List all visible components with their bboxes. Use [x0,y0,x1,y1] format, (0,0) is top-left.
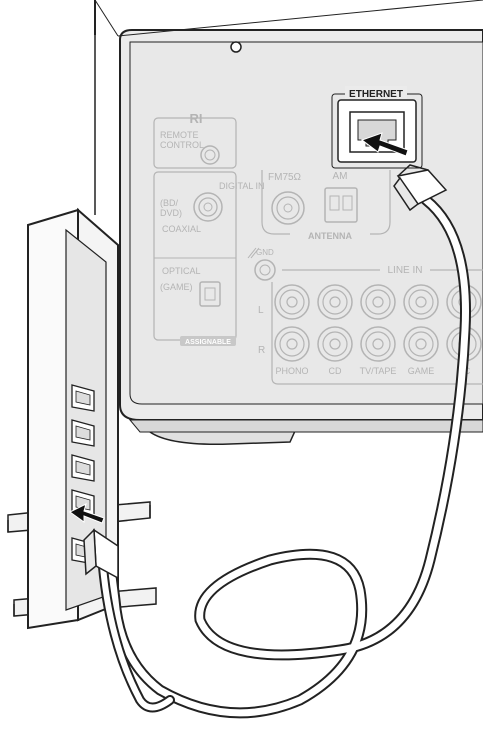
input-label: PHONO [275,366,308,376]
remote-control-label-line2: CONTROL [160,140,204,150]
optical-label: OPTICAL [162,266,201,276]
assignable-label: ASSIGNABLE [185,339,231,346]
input-label: GAME [408,366,435,376]
antenna-section: FM75Ω AM ANTENNA [261,170,391,241]
rca-jack-l [360,284,396,320]
bd-dvd-label-line2: DVD) [160,208,182,218]
coaxial-label: COAXIAL [162,224,201,234]
rca-jack-r [274,326,310,362]
game-label: (GAME) [160,282,193,292]
rca-jack-l [274,284,310,320]
coaxial-jack [193,192,223,222]
rca-jack-r [403,326,439,362]
ri-logo: RI [190,111,203,126]
gnd-label: GND [256,248,274,257]
channel-l-label: L [258,305,264,316]
remote-control-label-line1: REMOTE [160,130,199,140]
input-label: TV/TAPE [360,366,397,376]
remote-control-jack [200,145,220,165]
digital-in-label: DIGITAL IN [219,181,265,191]
ethernet-label: ETHERNET [349,89,403,100]
receiver-side-plug [393,164,448,212]
insert-arrow-icon [360,132,409,157]
antenna-label: ANTENNA [308,231,352,241]
insert-arrow-icon [69,503,105,524]
optical-jack [199,281,221,307]
ri-remote-section: RI REMOTE CONTROL [153,111,237,169]
rca-jack-r [360,326,396,362]
rca-jack-l [403,284,439,320]
gnd-terminal [254,259,276,281]
fm-antenna-jack [271,191,305,225]
am-antenna-terminal [324,187,358,223]
bd-dvd-label-line1: (BD/ [160,198,178,208]
am-label: AM [333,171,348,182]
input-label: CD [329,366,342,376]
router-side-plug [83,528,119,580]
digital-in-section: (BD/ DVD) DIGITAL IN COAXIAL OPTICAL (GA… [153,171,265,346]
channel-r-label: R [258,345,265,356]
fm-label: FM75Ω [268,172,302,183]
av-receiver [94,0,483,445]
lan-cable [83,164,471,719]
rca-jack-l [317,284,353,320]
rca-jack-r [317,326,353,362]
line-in-label: LINE IN [387,265,422,276]
